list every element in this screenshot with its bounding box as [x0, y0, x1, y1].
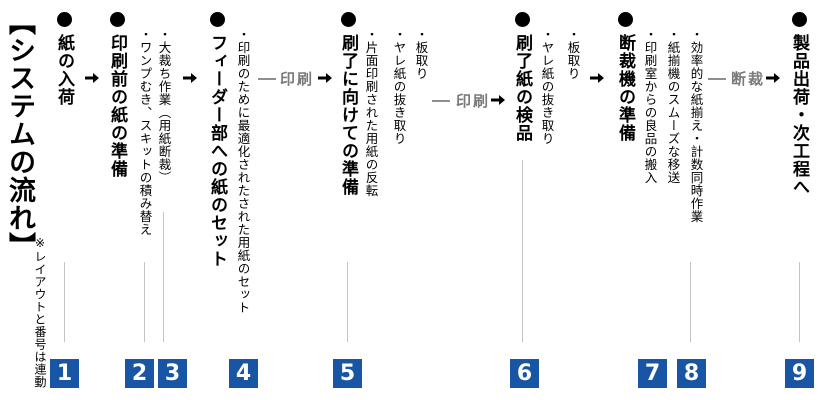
arrow-right-icon	[590, 73, 604, 83]
step-2-dot	[110, 12, 125, 27]
step-6-heading: 刷了紙の検品	[512, 34, 532, 142]
step-2-connector	[144, 262, 145, 342]
arrow-right-icon	[766, 73, 780, 83]
step-5-badge: 5	[333, 359, 362, 388]
step-1-dot	[57, 12, 72, 27]
step-7-heading: 断裁機の準備	[615, 34, 635, 142]
layout-note: ※レイアウトと番号は連動	[33, 236, 47, 388]
step-1-badge: 1	[50, 359, 79, 388]
step-6-badge: 6	[510, 359, 539, 388]
step-8-connector	[690, 262, 691, 342]
print-process-label-2: 印刷	[456, 92, 491, 110]
step-9-connector	[799, 262, 800, 342]
step-4-heading: フィーダー部への紙のセット	[207, 34, 227, 268]
step-9-dot	[792, 12, 807, 27]
step-4-dot	[210, 12, 225, 27]
step-5-detail-2: ・ヤレ紙の抜き取り	[391, 28, 407, 145]
print-process-label: 印刷	[280, 70, 315, 88]
step-8-detail-2: ・効率的な紙揃え・計数同時作業	[688, 28, 704, 223]
step-9-badge: 9	[785, 359, 814, 388]
diagram-title: 【システムの流れ】	[4, 8, 35, 260]
print-process-line	[258, 78, 276, 80]
step-2-heading: 印刷前の紙の準備	[107, 34, 127, 178]
arrow-right-icon	[85, 73, 99, 83]
step-5-connector	[347, 262, 348, 342]
step-6-detail-1: ・ヤレ紙の抜き取り	[539, 28, 555, 145]
step-5-detail-1: ・片面印刷された用紙の反転	[363, 28, 379, 197]
cut-process-label: 断裁	[731, 70, 766, 88]
step-7-badge: 7	[638, 359, 667, 388]
step-6-dot	[515, 12, 530, 27]
step-7-dot	[618, 12, 633, 27]
step-4-detail-1: ・印刷のために最適化されたされた用紙のセット	[235, 28, 251, 314]
step-2-detail-1: ・ワンプむき、スキットの積み替え	[137, 28, 153, 236]
cut-process-line	[708, 78, 726, 80]
step-7-detail-1: ・印刷室からの良品の搬入	[642, 28, 658, 184]
step-5-detail-3: ・板取り	[413, 28, 429, 80]
arrow-right-icon	[318, 73, 332, 83]
print-process-line-2	[432, 100, 450, 102]
step-8-badge: 8	[677, 359, 706, 388]
step-2-badge: 2	[125, 359, 154, 388]
step-3-connector	[163, 212, 164, 342]
step-1-connector	[64, 262, 65, 342]
step-4-badge: 4	[229, 359, 258, 388]
step-1-heading: 紙の入荷	[54, 34, 74, 106]
step-3-detail-1: ・大裁ち作業（用紙断裁）	[156, 28, 172, 184]
step-5-heading: 刷了に向けての準備	[338, 34, 358, 196]
step-8-detail-1: ・紙揃機のスムーズな移送	[665, 28, 681, 184]
step-9-heading: 製品出荷・次工程へ	[789, 34, 809, 196]
arrow-right-icon	[491, 95, 505, 105]
step-5-dot	[341, 12, 356, 27]
step-3-badge: 3	[158, 359, 187, 388]
arrow-right-icon	[183, 73, 197, 83]
step-6-connector	[522, 160, 523, 342]
step-6-detail-2: ・板取り	[565, 28, 581, 80]
